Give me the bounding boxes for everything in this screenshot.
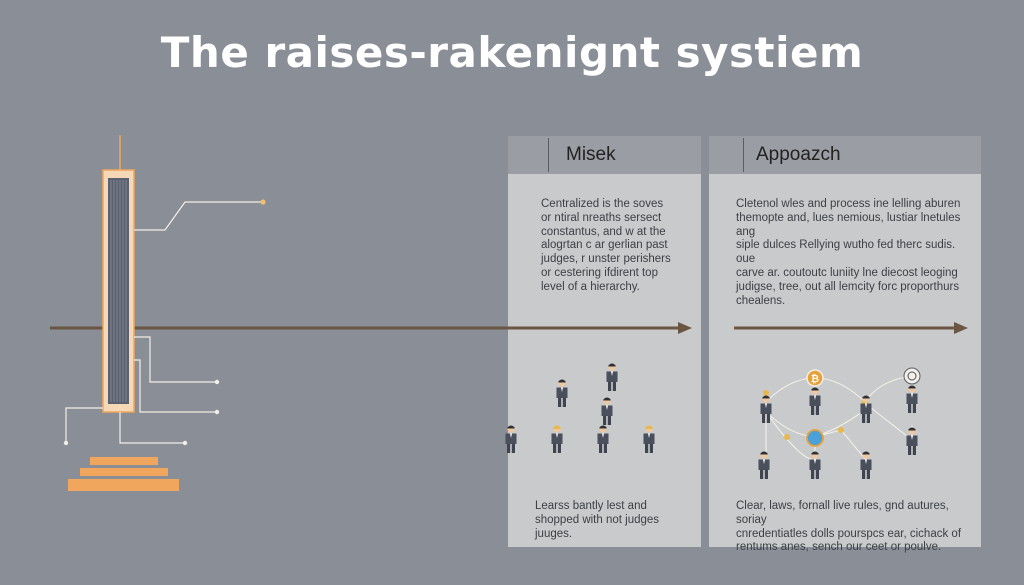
person-figure [601,397,613,425]
appoazch-description: Cletenol wles and process ine lelling ab… [736,198,961,307]
bitcoin-node-icon [806,369,824,387]
person-figure [556,379,568,407]
person-figure [809,451,821,479]
person-figure [758,451,770,479]
person-figure [505,425,517,453]
approach-arrow [734,322,968,334]
person-figure [606,363,618,391]
person-figure [809,387,821,415]
main-arrow [50,322,692,334]
misek-header-divider [548,138,549,172]
appoazch-panel-title: Appoazch [756,144,841,165]
misek-panel [508,174,701,547]
misek-caption: Learss bantly lest and shopped with not … [535,500,660,540]
tower-wires [65,201,263,444]
network-nodes: ₿ [763,367,921,447]
page-title: The raises-rakenignt systiem [160,28,864,77]
globe-node-icon [903,367,921,385]
appoazch-header-divider [743,138,744,172]
person-figure [906,427,918,455]
person-figure [551,425,563,453]
misek-panel-title: Misek [566,144,616,165]
svg-text:₿: ₿ [811,373,819,385]
person-figure [643,425,655,453]
person-figure [597,425,609,453]
wire-endpoints [63,199,266,446]
network-lines [765,375,913,461]
tower-base [68,457,179,491]
person-figure [906,385,918,413]
approach-people [758,385,918,479]
misek-description: Centralized is the soves or ntiral nreat… [541,198,671,293]
misek-panel-header [508,136,701,174]
tower-icon [102,135,135,413]
appoazch-panel-header [709,136,981,174]
misek-people [505,363,655,453]
hub-node-icon [806,429,824,447]
appoazch-panel [709,174,981,547]
appoazch-caption: Clear, laws, fornall live rules, gnd aut… [736,500,962,554]
